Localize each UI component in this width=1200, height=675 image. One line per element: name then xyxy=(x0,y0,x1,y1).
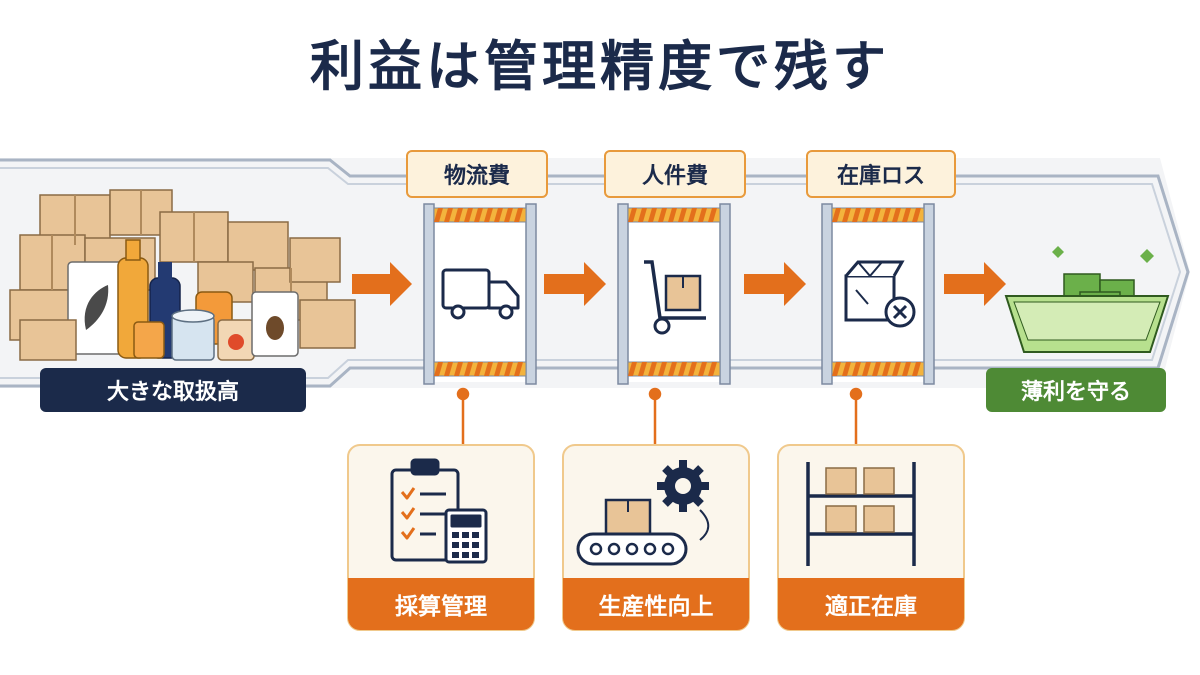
gate-frame-1 xyxy=(423,203,537,385)
start-label: 大きな取扱高 xyxy=(40,368,306,412)
goods-pile-illustration xyxy=(9,189,356,361)
cost-gate-logistics-label: 物流費 xyxy=(406,150,548,198)
measure-productivity-label: 生産性向上 xyxy=(563,578,749,630)
conveyor-gear-icon xyxy=(576,460,710,566)
end-label: 薄利を守る xyxy=(986,368,1166,412)
clipboard-calculator-icon xyxy=(390,458,488,564)
hand-truck-icon xyxy=(644,260,706,335)
flow-arrows xyxy=(352,262,1006,306)
measure-profit-control-label: 採算管理 xyxy=(348,578,534,630)
storage-shelf-icon xyxy=(806,462,916,566)
damaged-box-icon xyxy=(844,260,916,328)
cost-gate-labor-label: 人件費 xyxy=(604,150,746,198)
truck-icon xyxy=(441,268,520,320)
cost-gate-inventory-loss-label: 在庫ロス xyxy=(806,150,956,198)
measure-proper-inventory-label: 適正在庫 xyxy=(778,578,964,630)
page-title: 利益は管理精度で残す xyxy=(310,35,890,98)
green-tray-illustration xyxy=(1004,246,1170,353)
